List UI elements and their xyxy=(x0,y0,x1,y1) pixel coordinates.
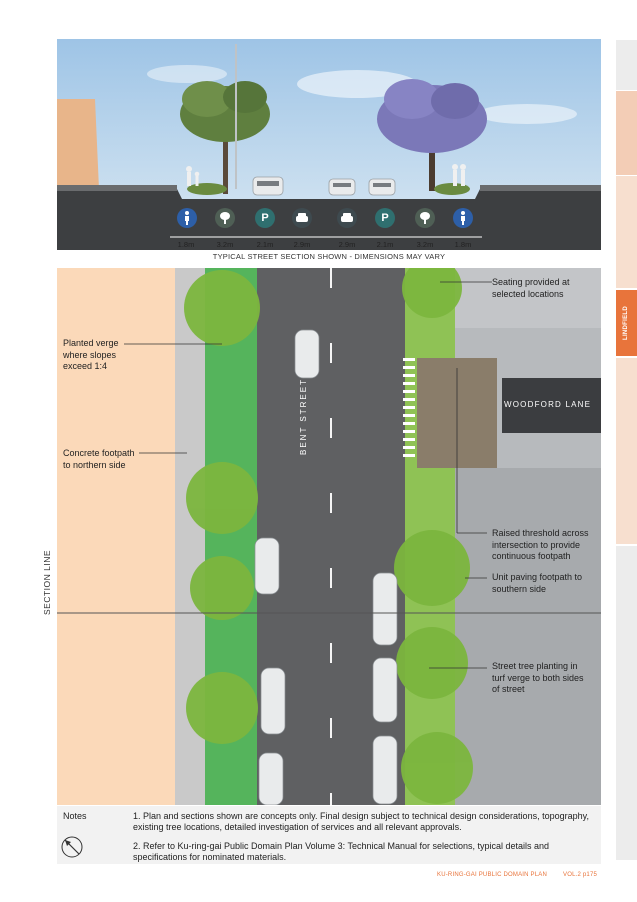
footer-doc-title: KU-RING-GAI PUBLIC DOMAIN PLAN xyxy=(437,872,548,878)
dimension-label: 3.2m xyxy=(216,240,234,249)
callout-unit-paving: Unit paving footpath to southern side xyxy=(492,572,583,594)
callout-seating: Seating provided at selected locations xyxy=(492,277,570,299)
tab-block xyxy=(616,40,637,90)
dimension-label: 2.1m xyxy=(376,240,394,249)
callout-raised-threshold: Raised threshold across intersection to … xyxy=(492,528,589,561)
tree-icon xyxy=(415,208,435,233)
dimension-label: 1.8m xyxy=(454,240,472,249)
street-name-label: BENT STREET xyxy=(299,378,308,455)
callout-street-tree: Street tree planting in turf verge to bo… xyxy=(492,661,584,694)
section-line-label: SECTION LINE xyxy=(42,549,52,615)
lane-name-label: WOODFORD LANE xyxy=(504,400,592,409)
tab-block xyxy=(616,358,637,544)
note-item: 2. Refer to Ku-ring-gai Public Domain Pl… xyxy=(133,841,550,863)
dimension-label: 2.1m xyxy=(256,240,274,249)
side-tab-strip: LINDFIELD xyxy=(616,40,637,860)
tab-block xyxy=(616,546,637,860)
street-plan-view xyxy=(57,268,601,805)
notes-panel xyxy=(57,806,601,864)
footer-page-ref: VOL.2 p175 xyxy=(563,872,598,878)
north-arrow-icon xyxy=(60,835,84,864)
dimension-label: 3.2m xyxy=(416,240,434,249)
street-section-illustration xyxy=(57,39,601,250)
tab-lindfield[interactable]: LINDFIELD xyxy=(616,290,637,356)
parking-icon: P xyxy=(255,208,275,228)
note-item: 1. Plan and sections shown are concepts … xyxy=(133,811,589,833)
zone-icon-pedestrian xyxy=(453,208,473,233)
tab-block xyxy=(616,176,637,288)
parking-icon: P xyxy=(375,208,395,228)
notes-label: Notes xyxy=(63,811,87,821)
car-icon xyxy=(337,208,357,233)
dimension-line: 1.8m 3.2m 2.1m 2.9m 2.9m 2.1m 3.2m 1.8m xyxy=(170,234,482,252)
callout-planted-verge: Planted verge where slopes exceed 1:4 xyxy=(63,338,119,371)
tab-block xyxy=(616,91,637,175)
tree-icon xyxy=(215,208,235,233)
zone-icon-pedestrian xyxy=(177,208,197,233)
section-caption: TYPICAL STREET SECTION SHOWN - DIMENSION… xyxy=(212,252,446,261)
car-icon xyxy=(292,208,312,233)
callout-concrete-footpath: Concrete footpath to northern side xyxy=(63,448,135,470)
dimension-label: 1.8m xyxy=(177,240,195,249)
tab-label: LINDFIELD xyxy=(623,305,630,341)
dimension-label: 2.9m xyxy=(293,240,311,249)
dimension-label: 2.9m xyxy=(338,240,356,249)
